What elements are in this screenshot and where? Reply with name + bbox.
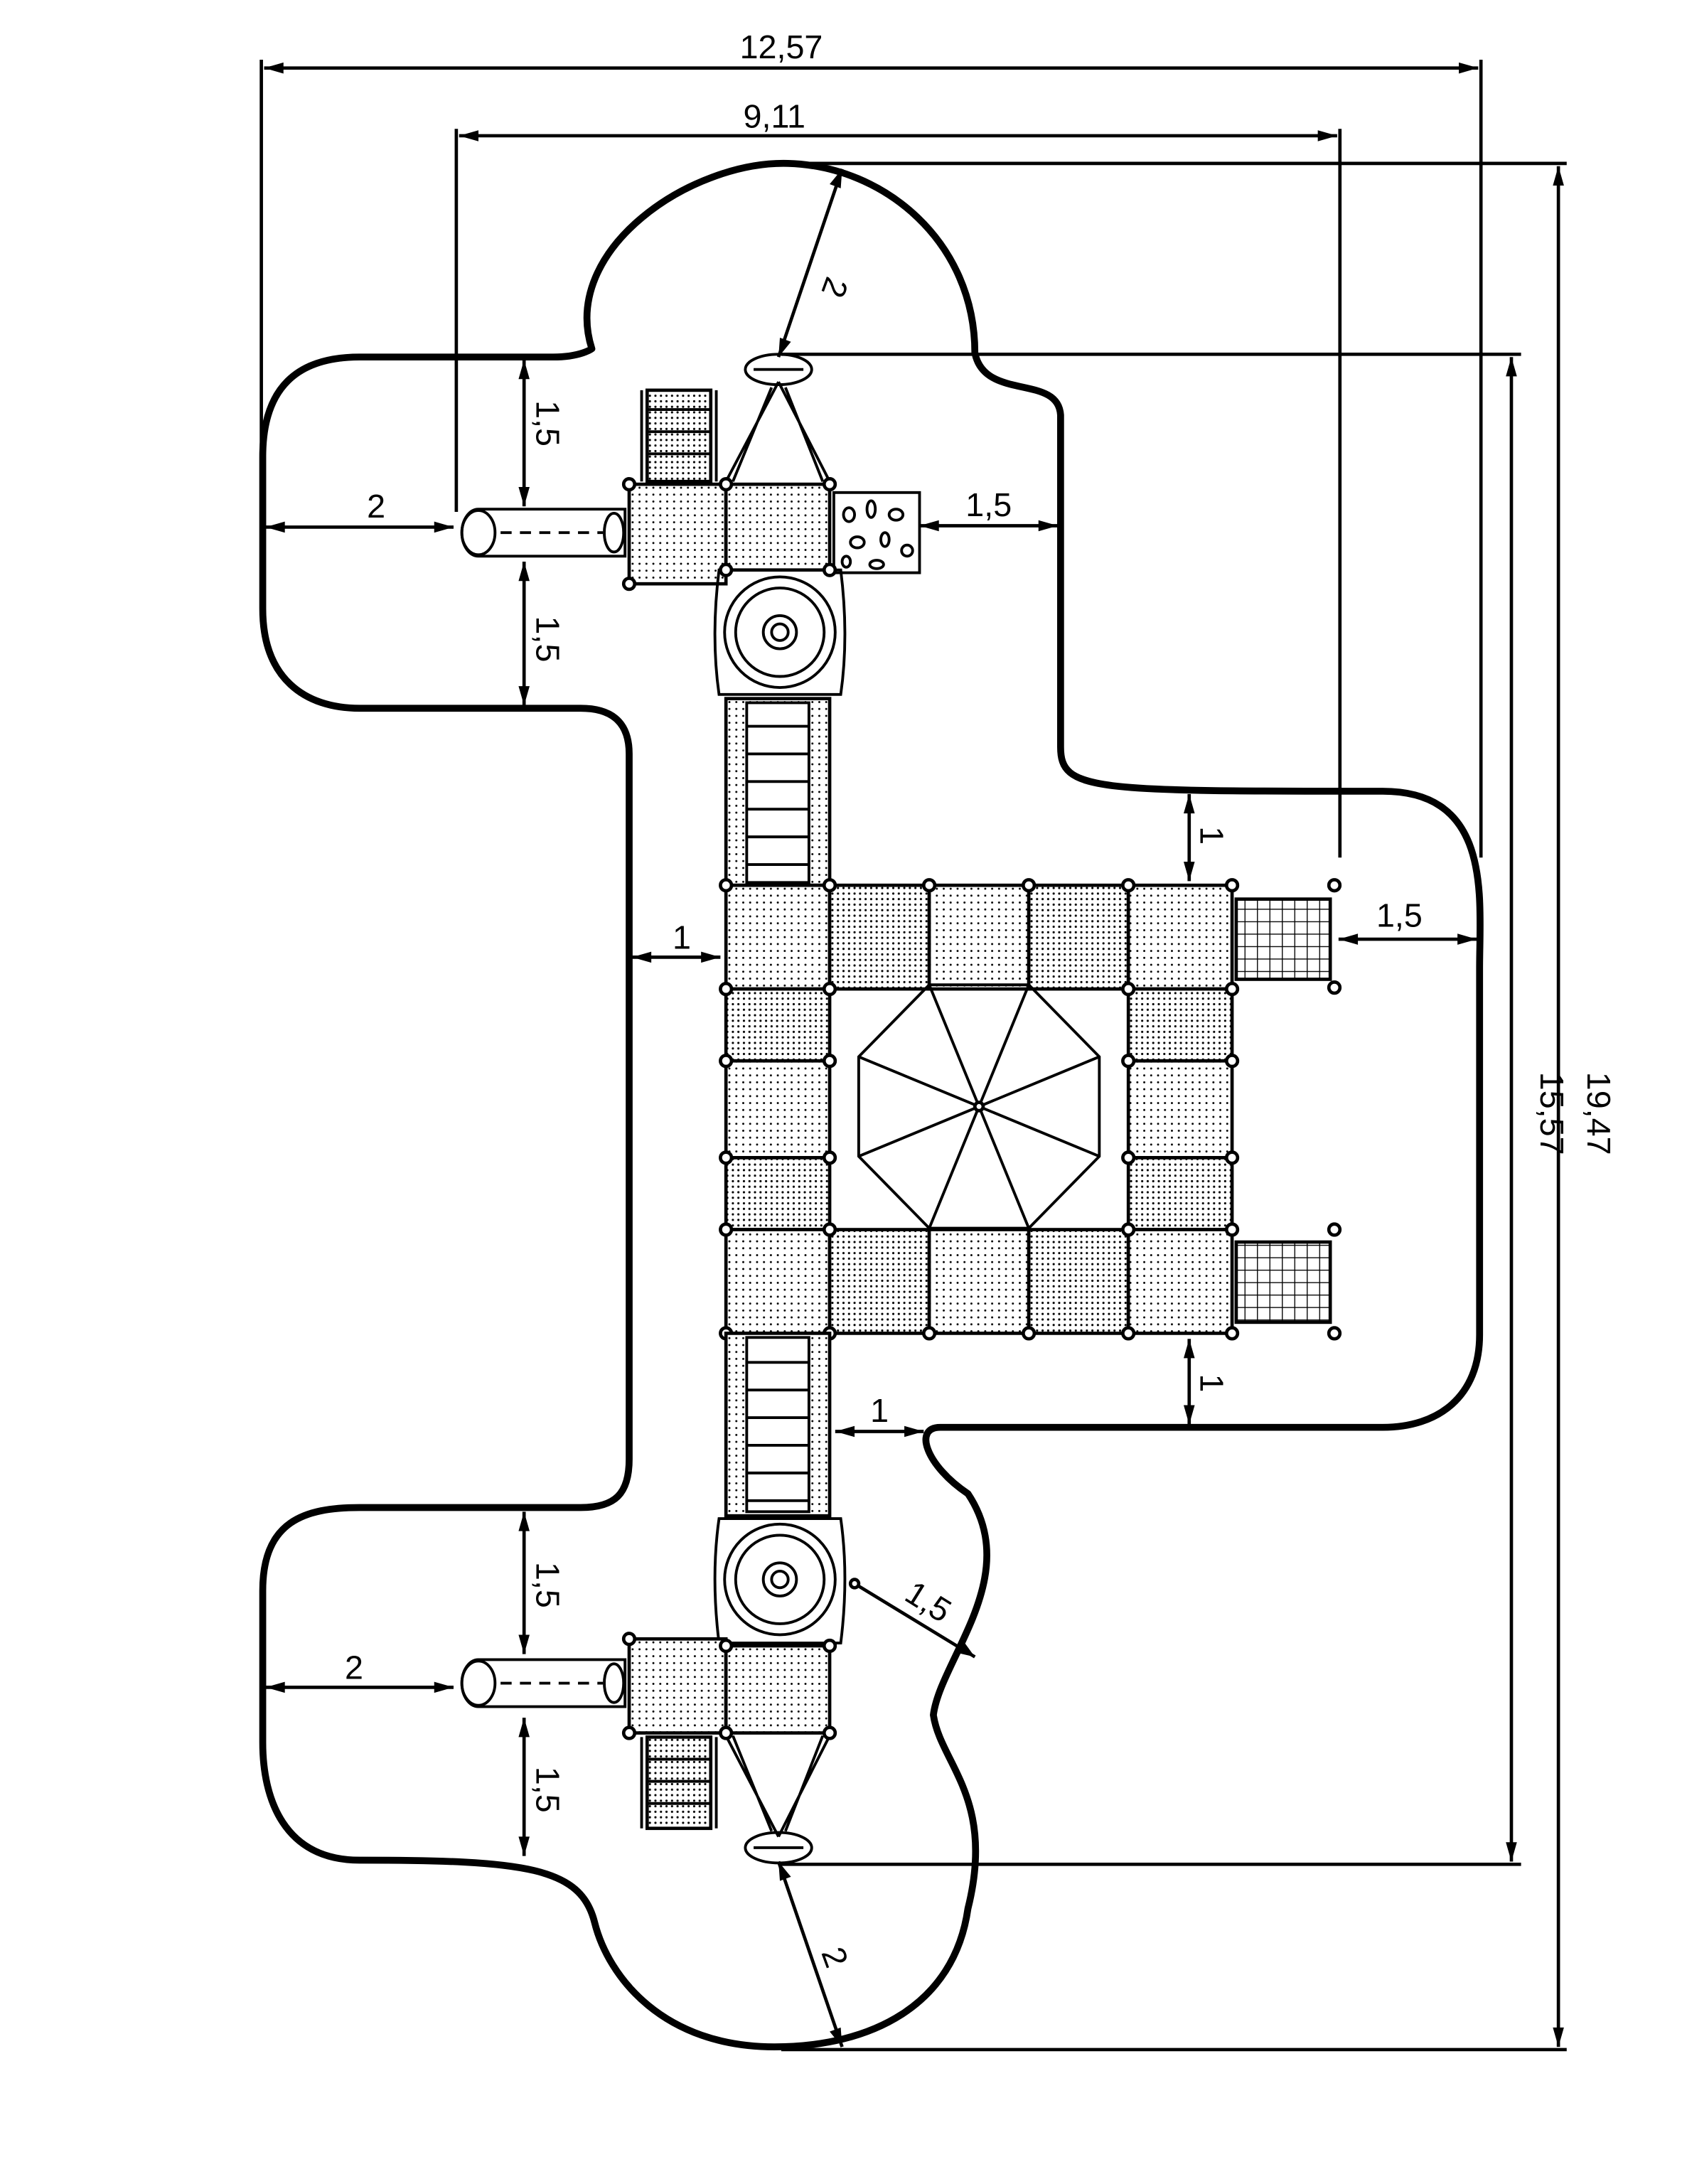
bottom-left-slide-clearance-label: 2 [345,1649,363,1686]
dimension-labels: 12,57 9,11 19,47 15,57 2 1,5 1,5 1,5 2 1… [345,28,1617,1972]
dimension-lines [259,59,1567,2052]
structure-height-label: 15,57 [1533,1072,1570,1155]
bottom-swing [724,1735,831,1865]
bottom-stairs [640,1735,718,1831]
top-swing-radius-label: 2 [814,272,855,302]
bottom-swing-radius-label: 2 [814,1942,855,1972]
top-swing [724,353,831,483]
top-tower [460,353,921,696]
top-stairs [640,388,718,483]
center-roof [857,983,1101,1230]
right-net-lower [1234,1240,1332,1324]
bottom-roof [713,1517,847,1645]
top-left-slide-clearance-label: 2 [367,488,385,525]
bottom-platform-center [724,1644,832,1735]
top-platform-left [627,482,728,586]
top-slide [460,508,627,558]
top-bridge [724,697,832,887]
overall-height-label: 19,47 [1580,1072,1617,1155]
overall-width-label: 12,57 [740,28,823,65]
bottom-platform-left [627,1637,728,1735]
safety-zone-outline [259,160,1484,2050]
bottom-step-gap-label: 1 [870,1392,889,1429]
bottom-left-below-slide-label: 1,5 [530,1767,567,1813]
right-net-clearance-label: 1,5 [1376,897,1423,934]
main-top-gap-label: 1 [1193,826,1230,845]
right-nets [1234,878,1342,1341]
main-deck [719,878,1240,1341]
top-climbing-wall [832,491,921,574]
main-bottom-gap-label: 1 [1193,1374,1230,1392]
top-roof [713,568,847,696]
top-platform-center [724,482,832,572]
top-climber-clearance-label: 1,5 [965,486,1012,523]
bottom-platform-radius-label: 1,5 [899,1574,958,1629]
main-left-gap-label: 1 [673,919,691,956]
bottom-bridge [724,1332,832,1518]
bottom-tower [460,1517,861,1865]
right-net-upper [1234,897,1332,981]
top-left-above-slide-label: 1,5 [530,400,567,446]
bottom-left-above-slide-label: 1,5 [530,1562,567,1608]
top-left-below-slide-label: 1,5 [530,616,567,663]
bottom-slide [460,1658,627,1708]
structure-width-label: 9,11 [744,97,805,134]
